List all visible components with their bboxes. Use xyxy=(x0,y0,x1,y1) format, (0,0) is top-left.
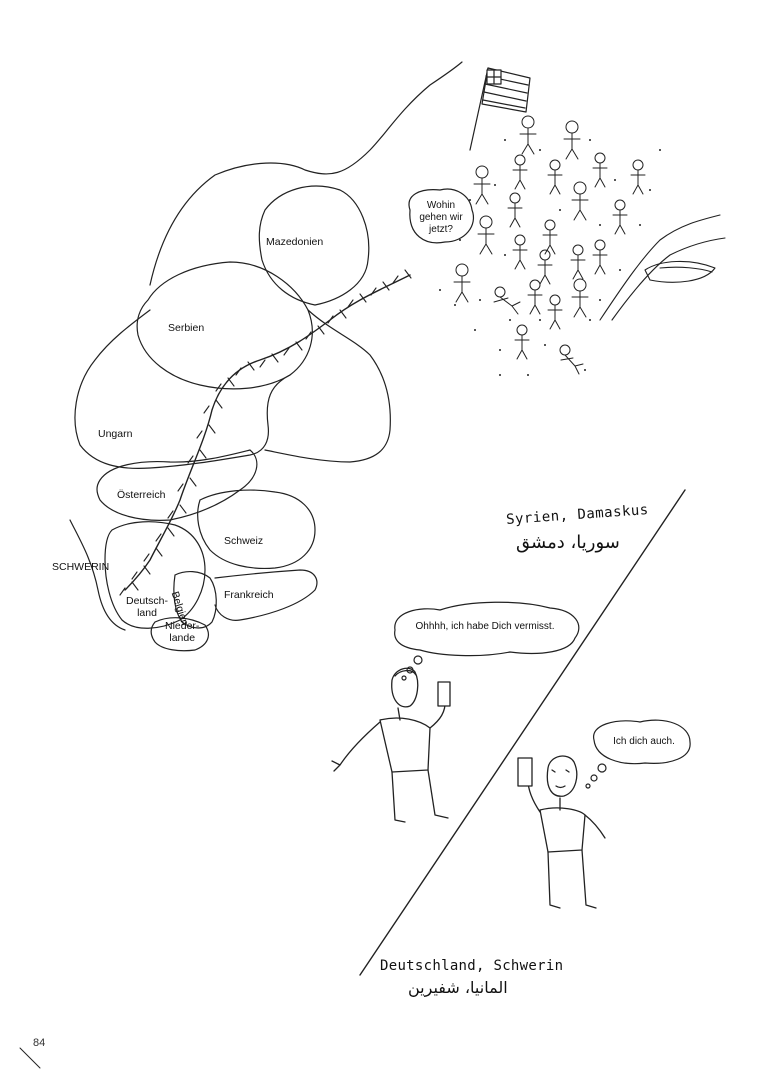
niederlande-outline xyxy=(150,617,209,652)
ungarn-outline xyxy=(74,309,291,469)
serbien-outline xyxy=(136,261,313,390)
label-serbien: Serbien xyxy=(168,322,205,334)
deutschland-outline xyxy=(104,521,206,629)
person-syria xyxy=(331,667,451,823)
schweiz-outline xyxy=(197,489,316,570)
person-germany xyxy=(517,755,606,909)
frankreich-outline xyxy=(214,569,318,621)
diagonal-divider xyxy=(359,489,686,976)
germany-phone-text: Ich dich auch. xyxy=(613,736,675,747)
location-germany-arabic: المانيا، شفيرين xyxy=(408,978,508,997)
corner-mark xyxy=(19,1047,41,1069)
location-syria-arabic: سوريا، دمشق xyxy=(516,532,620,553)
label-oesterreich: Österreich xyxy=(117,489,166,501)
route-barbs xyxy=(119,269,412,596)
label-deutschland: Deutsch- land xyxy=(126,595,169,620)
thought-bubble-right xyxy=(593,719,691,765)
refugee-crowd xyxy=(453,115,646,375)
east-region-outline xyxy=(264,309,391,463)
map-outline-top xyxy=(149,61,463,286)
label-mazedonien: Mazedonien xyxy=(266,236,324,248)
mazedonien-outline xyxy=(258,185,370,306)
label-frankreich: Frankreich xyxy=(224,589,274,601)
crowd-dots xyxy=(439,139,661,376)
question-bubble xyxy=(408,188,474,244)
west-coast-outline xyxy=(69,519,126,631)
greek-flag xyxy=(469,67,531,151)
sea-boat xyxy=(599,214,726,321)
oesterreich-outline xyxy=(96,449,258,521)
label-city-schwerin: SCHWERIN xyxy=(52,561,110,573)
refugee-question-text: Wohin gehen wir jetzt? xyxy=(419,200,463,235)
label-schweiz: Schweiz xyxy=(224,535,264,547)
syria-phone-text: Ohhhh, ich habe Dich vermisst. xyxy=(415,621,555,632)
page-number: 84 xyxy=(33,1037,46,1049)
thought-bubble-left xyxy=(394,601,580,657)
label-ungarn: Ungarn xyxy=(98,428,133,440)
belgien-outline xyxy=(173,571,217,629)
label-niederlande: Nieder- lande xyxy=(165,620,200,645)
location-germany-latin: Deutschland, Schwerin xyxy=(380,958,564,974)
